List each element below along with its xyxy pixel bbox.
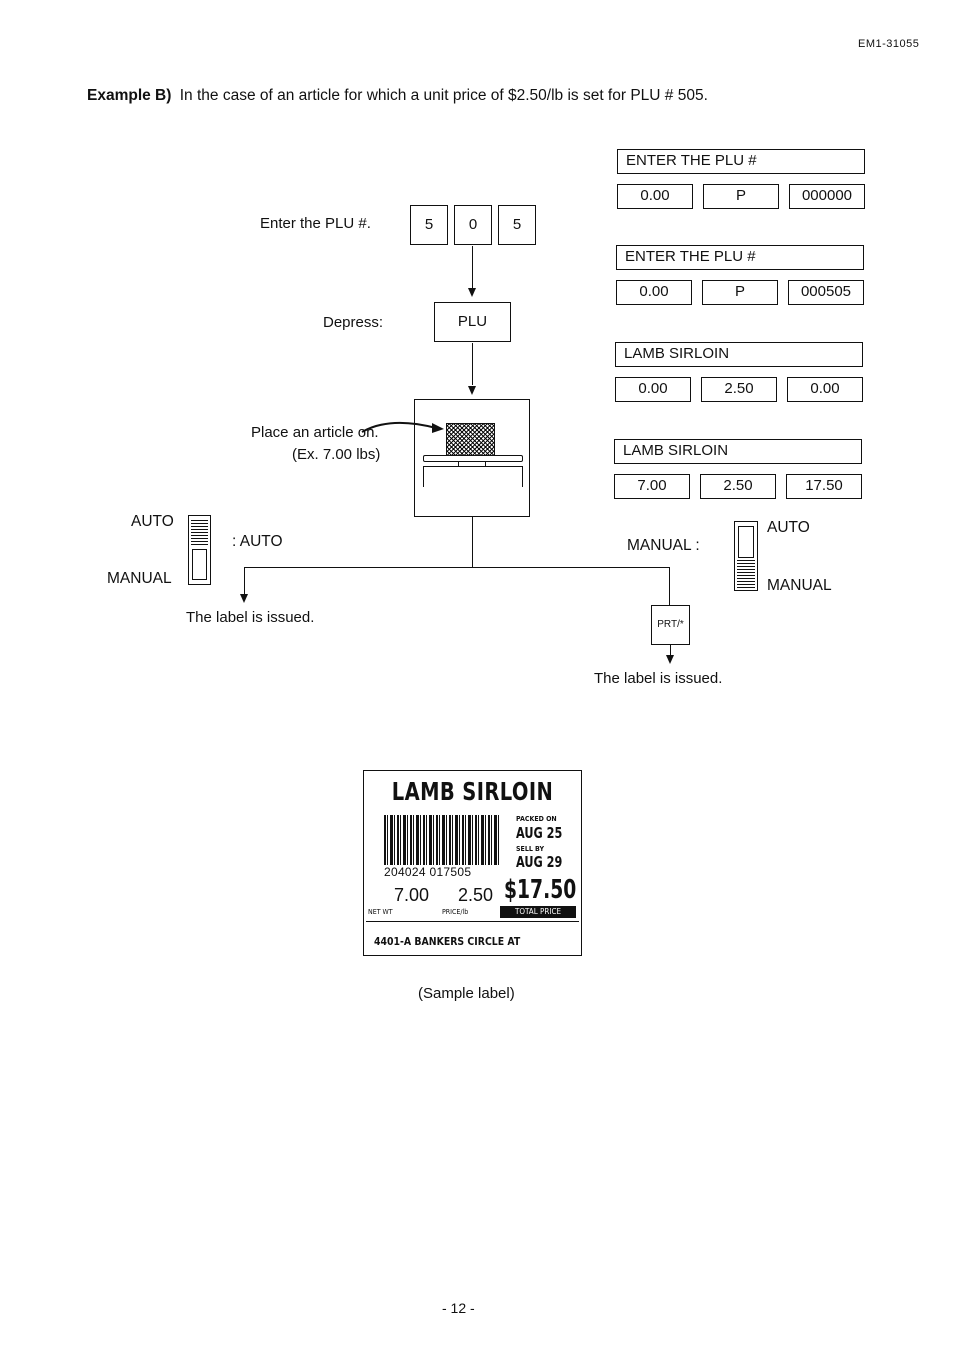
right-label-issued: The label is issued. — [594, 670, 723, 687]
left-switch-auto-label: AUTO — [131, 513, 174, 530]
plu-key[interactable]: PLU — [434, 302, 511, 342]
flow-line — [472, 517, 473, 567]
example-heading: Example B) In the case of an article for… — [87, 87, 708, 105]
branch-line — [244, 567, 669, 568]
barcode — [384, 815, 500, 865]
key-label: 5 — [512, 216, 522, 233]
key-5-first[interactable]: 5 — [410, 205, 448, 245]
scale-illustration — [414, 399, 530, 517]
scale-platter — [423, 455, 523, 462]
unit-price-caption: PRICE/lb — [442, 908, 469, 916]
display-total: 000000 — [789, 184, 865, 209]
switch-knob-auto — [191, 519, 208, 545]
display-total: 17.50 — [786, 474, 862, 499]
left-switch-manual-label: MANUAL — [107, 570, 172, 587]
display-weight: 0.00 — [615, 377, 691, 402]
right-switch-auto-label: AUTO — [767, 519, 810, 536]
key-0[interactable]: 0 — [454, 205, 492, 245]
label-title: LAMB SIRLOIN — [391, 777, 554, 806]
print-key[interactable]: PRT/* — [651, 605, 690, 645]
key-label: 0 — [468, 216, 478, 233]
example-text: In the case of an article for which a un… — [179, 87, 708, 104]
switch-slot — [738, 526, 754, 558]
display-weight: 7.00 — [614, 474, 690, 499]
left-label-issued: The label is issued. — [186, 609, 315, 626]
flow-line — [670, 645, 671, 656]
display-weight: 0.00 — [617, 184, 693, 209]
page-number: - 12 - — [442, 1300, 475, 1316]
auto-manual-switch-left[interactable] — [188, 515, 211, 585]
flow-arrow — [468, 386, 476, 395]
switch-knob-manual — [737, 560, 755, 588]
print-arrow — [666, 655, 674, 664]
display-total: 0.00 — [787, 377, 863, 402]
place-arrow — [361, 421, 444, 433]
label-rule — [366, 921, 579, 922]
enter-plu-label: Enter the PLU #. — [260, 215, 371, 232]
display-message: LAMB SIRLOIN — [615, 342, 863, 367]
scale-body — [423, 466, 523, 487]
flow-arrow — [468, 288, 476, 297]
sell-by-label: SELL BY — [516, 845, 545, 853]
branch-left-arrow — [240, 594, 248, 603]
example-prefix: Example B) — [87, 87, 172, 104]
right-switch-setting: MANUAL : — [627, 537, 700, 554]
display-unit-price: P — [702, 280, 778, 305]
scale-stem — [458, 462, 486, 466]
display-unit-price: P — [703, 184, 779, 209]
total-price-caption: TOTAL PRICE — [500, 906, 576, 918]
example-weight-text: (Ex. 7.00 lbs) — [292, 446, 381, 463]
sample-label-caption: (Sample label) — [418, 985, 515, 1002]
display-unit-price: 2.50 — [700, 474, 776, 499]
place-article-text: Place an article on. — [251, 424, 379, 441]
depress-label: Depress: — [323, 314, 384, 331]
branch-left-line — [244, 567, 245, 594]
display-unit-price: 2.50 — [701, 377, 777, 402]
key-label: 5 — [424, 216, 434, 233]
branch-right-line — [669, 567, 670, 605]
barcode-number: 204024 017505 — [384, 865, 472, 879]
packed-on-date: AUG 25 — [516, 824, 563, 842]
net-weight-caption: NET WT — [368, 908, 393, 916]
flow-line — [472, 246, 473, 288]
print-key-label: PRT/* — [657, 619, 684, 630]
display-message: ENTER THE PLU # — [617, 149, 865, 174]
net-weight-value: 7.00 — [394, 885, 430, 905]
left-switch-setting: : AUTO — [232, 533, 283, 550]
document-number: EM1-31055 — [858, 38, 920, 50]
article-icon — [446, 423, 495, 457]
plu-key-label: PLU — [457, 313, 488, 330]
unit-price-value: 2.50 — [458, 885, 494, 905]
display-total: 000505 — [788, 280, 864, 305]
display-message: LAMB SIRLOIN — [614, 439, 862, 464]
store-address: 4401-A BANKERS CIRCLE AT — [374, 935, 521, 948]
flow-line — [472, 343, 473, 385]
right-switch-manual-label: MANUAL — [767, 577, 832, 594]
key-5-second[interactable]: 5 — [498, 205, 536, 245]
display-message: ENTER THE PLU # — [616, 245, 864, 270]
sample-label: LAMB SIRLOIN 204024 017505 PACKED ON AUG… — [363, 770, 582, 956]
sell-by-date: AUG 29 — [516, 853, 563, 871]
display-weight: 0.00 — [616, 280, 692, 305]
total-price-value: $17.50 — [504, 875, 577, 905]
packed-on-label: PACKED ON — [516, 815, 557, 823]
auto-manual-switch-right[interactable] — [734, 521, 758, 591]
switch-slot — [192, 549, 207, 580]
